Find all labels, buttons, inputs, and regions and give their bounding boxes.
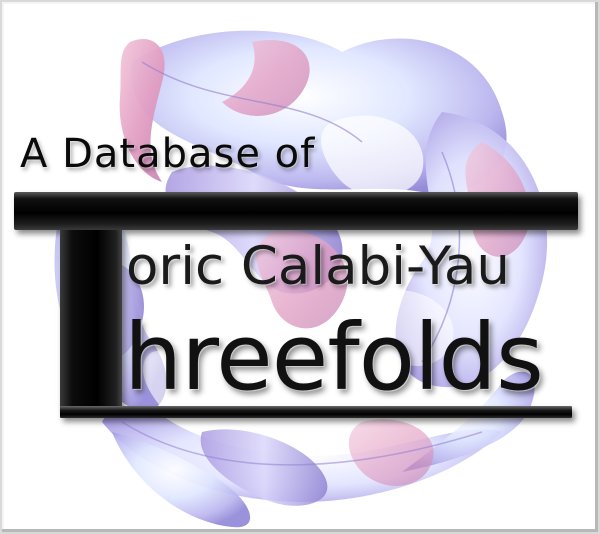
pink-fold-bottom [348, 419, 434, 486]
edge-curve-1 [141, 61, 363, 143]
highlight-sheet-1 [321, 115, 424, 196]
letter-t-crossbar [14, 192, 578, 230]
surface-lobe-bottom-right [402, 371, 535, 472]
highlight-sheet-3 [370, 290, 454, 366]
violet-fold-bottom [200, 429, 328, 506]
title-line-1: A Database of [20, 131, 316, 177]
pink-fold-top-left [119, 38, 165, 183]
highlight-sheet-2 [142, 350, 224, 417]
title-line-2: oric Calabi-Yau [126, 236, 510, 297]
pink-fold-top-right [222, 40, 310, 116]
pink-fold-center [256, 230, 348, 329]
letter-t-base-line [60, 406, 572, 418]
title-line-3: hreefolds [124, 304, 544, 411]
edge-curve-2 [421, 151, 461, 363]
surface-lobe-lower-left [112, 432, 251, 528]
edge-curve-3 [121, 421, 483, 466]
letter-t-stem [60, 230, 122, 408]
